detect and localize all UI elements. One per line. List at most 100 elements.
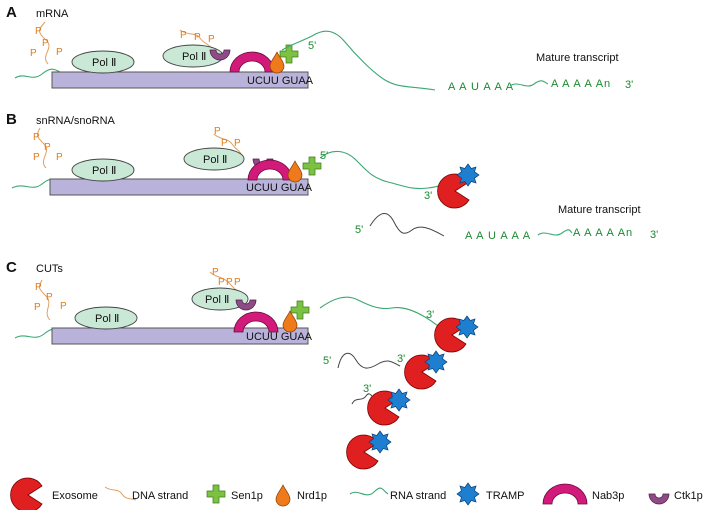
pol-ii-label: Pol Ⅱ [205,294,229,306]
exosome-icon [10,477,43,513]
tramp-icon [455,315,479,339]
three-prime-label: 3' [424,190,432,202]
sequence-label: UCUU GUAA [246,182,313,194]
rna-strand [509,80,549,87]
legend-label: DNA strand [132,490,188,502]
phospho-label: P [33,152,40,163]
panel-a: A mRNA P P P P Pol Ⅱ P P P Pol Ⅱ UCUU GU… [6,4,633,93]
phospho-label: P [214,126,221,137]
pol-ii-ellipse [71,158,135,182]
rna-strand [14,68,61,79]
legend: Exosome DNA strand Sen1p Nrd1p RNA stran… [10,477,703,513]
sequence-label: UCUU GUAA [247,75,314,87]
dna-template-bar [51,327,309,345]
aauaaa-signal: A A U A A A [448,81,514,93]
rna-strand [369,213,445,237]
phospho-label: P [46,292,53,303]
pol-ii-label: Pol Ⅱ [92,57,116,69]
phospho-label: P [60,301,67,312]
sen1p-icon [290,300,310,320]
three-prime-label: 3' [397,353,405,365]
rna-strand [319,150,446,190]
tramp-icon [387,388,411,412]
phospho-label: P [234,277,241,288]
dna-strand [39,21,50,65]
dna-strand-icon [104,486,137,501]
aauaaa-signal: A A U A A A [465,230,531,242]
nrd1p-icon [282,310,298,333]
pol-ii-ellipse [191,287,249,311]
phospho-label: P [35,282,42,293]
dna-strand [213,133,243,157]
panel-c: C CUTs P P P P Pol Ⅱ P P P P Pol Ⅱ UCUU … [6,259,479,470]
phospho-label: P [221,138,228,149]
five-prime-label: 5' [323,355,331,367]
phospho-label: P [180,30,187,41]
dna-strand [36,127,48,169]
pol-ii-label: Pol Ⅱ [182,51,206,63]
dna-strand [38,279,51,321]
sen1p-icon [279,44,299,64]
poly-a-tail: A A A A An [551,78,611,90]
panel-title: mRNA [36,8,69,20]
five-prime-label: 5' [355,224,363,236]
legend-label: Nab3p [592,490,624,502]
phospho-label: P [35,26,42,37]
nab3p-icon [229,51,275,73]
sen1p-icon [206,484,226,504]
sequence-label: UCUU GUAA [246,331,313,343]
panel-letter: C [6,259,17,276]
pol-ii-label: Pol Ⅱ [95,313,119,325]
phospho-label: P [33,132,40,143]
pol-ii-ellipse [183,147,245,171]
legend-label: Nrd1p [297,490,327,502]
phospho-label: P [208,34,215,45]
rna-strand [281,30,436,91]
nrd1p-icon [287,160,303,183]
pol-ii-ellipse [74,306,138,330]
poly-a-tail: A A A A An [573,227,633,239]
phospho-label: P [44,142,51,153]
five-prime-label: 5' [320,150,328,162]
rna-strand [319,296,439,327]
rna-strand-icon [349,487,389,496]
pol-ii-ellipse [71,50,135,74]
panel-title: snRNA/snoRNA [36,115,116,127]
tramp-icon [368,430,392,454]
phospho-label: P [234,138,241,149]
mature-transcript-label: Mature transcript [558,204,641,216]
panel-letter: B [6,111,17,128]
nab3p-icon [542,483,588,505]
phospho-label: P [56,152,63,163]
phospho-label: P [56,47,63,58]
legend-label: Ctk1p [674,490,703,502]
three-prime-label: 3' [650,229,658,241]
phospho-label: P [30,48,37,59]
five-prime-label: 5' [308,40,316,52]
sen1p-icon [302,156,322,176]
dna-template-bar [49,178,309,196]
nrd1p-icon [275,484,291,507]
three-prime-label: 3' [426,309,434,321]
rna-strand [537,229,573,236]
pol-ii-label: Pol Ⅱ [203,154,227,166]
tramp-icon [456,163,480,187]
ctk1p-icon [648,493,670,505]
pol-ii-label: Pol Ⅱ [92,165,116,177]
panel-letter: A [6,4,17,21]
dna-template-bar [51,71,309,89]
rna-strand [337,352,401,369]
panel-b: B snRNA/snoRNA P P P P Pol Ⅱ P P P Pol Ⅱ… [6,111,658,242]
phospho-label: P [218,277,225,288]
legend-label: TRAMP [486,490,525,502]
legend-label: RNA strand [390,490,446,502]
legend-label: Exosome [52,490,98,502]
three-prime-label: 3' [625,79,633,91]
phospho-label: P [42,38,49,49]
tramp-icon [456,482,480,506]
tramp-icon [424,350,448,374]
phospho-label: P [212,267,219,278]
three-prime-label: 3' [363,383,371,395]
phospho-label: P [34,302,41,313]
